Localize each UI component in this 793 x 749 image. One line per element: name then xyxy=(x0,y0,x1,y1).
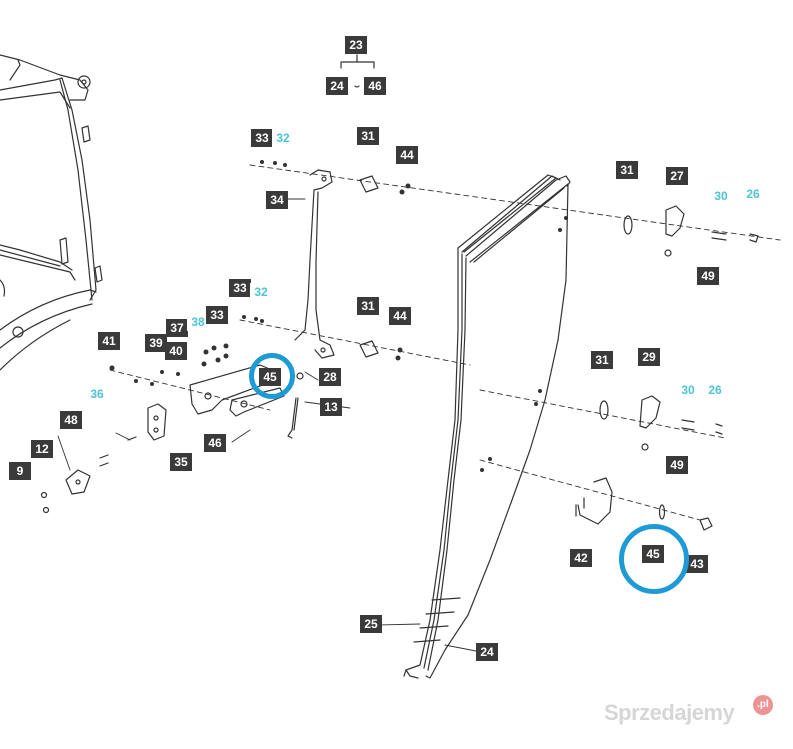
callout-44-middle: 44 xyxy=(389,307,411,325)
callout-49-upper: 49 xyxy=(697,267,719,285)
callout-40: 40 xyxy=(165,342,187,360)
callout-44-upper: 44 xyxy=(396,146,418,164)
hinge-29-drawing xyxy=(639,395,661,429)
callout-33-middle: 33 xyxy=(229,279,251,297)
callout-36: 36 xyxy=(86,385,108,403)
plate-31-upper-drawing xyxy=(359,175,379,193)
callout-27: 27 xyxy=(666,167,688,185)
callout-31-middle: 31 xyxy=(357,297,379,315)
callout-38: 38 xyxy=(187,313,209,331)
lower-bracket-drawing xyxy=(40,364,304,514)
highlight-ring-45-left xyxy=(249,353,295,399)
washer-31-lower-drawing xyxy=(599,400,609,420)
callout-43: 43 xyxy=(686,555,708,573)
callout-30-upper: 30 xyxy=(710,187,732,205)
callout-29: 29 xyxy=(638,348,660,366)
highlight-ring-45-right xyxy=(619,524,689,594)
hinge-27-drawing xyxy=(665,205,685,237)
callout-23: 23 xyxy=(345,36,367,54)
support-strut-drawing xyxy=(294,169,335,359)
callout-33-upper: 33 xyxy=(251,129,273,147)
callout-32-middle: 32 xyxy=(250,283,272,301)
bracket-23 xyxy=(340,54,375,69)
callout-46-lower: 46 xyxy=(204,434,226,452)
callout-24-lower: 24 xyxy=(476,643,498,661)
callout-28: 28 xyxy=(319,368,341,386)
callout-30-lower: 30 xyxy=(677,381,699,399)
callout-34: 34 xyxy=(266,191,288,209)
cab-frame-drawing xyxy=(0,54,103,371)
callout-48: 48 xyxy=(60,411,82,429)
callout-41: 41 xyxy=(98,332,120,350)
glass-door-panel-drawing xyxy=(403,174,571,679)
callout-39: 39 xyxy=(145,334,167,352)
callout-26-lower: 26 xyxy=(704,381,726,399)
latch-42-drawing xyxy=(577,477,613,525)
callout-33-left: 33 xyxy=(206,306,228,324)
washer-31-right-drawing xyxy=(623,215,633,235)
callout-35: 35 xyxy=(170,453,192,471)
plate-31-middle-drawing xyxy=(359,340,379,358)
callout-31-right: 31 xyxy=(616,161,638,179)
callout-32-upper: 32 xyxy=(272,129,294,147)
callout-31-lower: 31 xyxy=(591,351,613,369)
callout-46-upper: 46 xyxy=(364,77,386,95)
callout-9: 9 xyxy=(9,462,31,480)
watermark-badge: .pl xyxy=(753,695,773,715)
callout-25: 25 xyxy=(360,615,382,633)
callout-12: 12 xyxy=(31,440,53,458)
callout-49-lower: 49 xyxy=(666,456,688,474)
callout-13: 13 xyxy=(320,398,342,416)
watermark-text: Sprzedajemy xyxy=(604,700,735,725)
callout-31-upper: 31 xyxy=(357,127,379,145)
callout-26-upper: 26 xyxy=(742,185,764,203)
callout-42: 42 xyxy=(570,549,592,567)
callout-24-upper: 24 xyxy=(326,77,348,95)
callout-37: 37 xyxy=(166,319,188,337)
